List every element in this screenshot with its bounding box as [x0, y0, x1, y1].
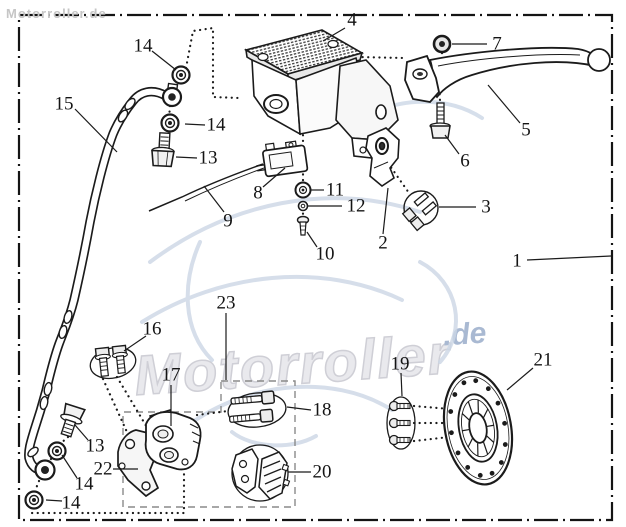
callout-label-19: 19 [390, 353, 410, 375]
callout-label-12: 12 [346, 195, 366, 217]
callout-label-6: 6 [460, 150, 470, 172]
callout-leader-16 [123, 335, 147, 352]
callout-label-10: 10 [315, 243, 335, 265]
small-washer-drawing [297, 200, 309, 212]
callout-leader-9 [203, 185, 225, 213]
callout-label-14: 14 [206, 114, 226, 136]
caliper-group-box [122, 380, 296, 508]
callout-label-9: 9 [223, 210, 233, 232]
brake-disc-drawing [442, 370, 514, 486]
callout-label-3: 3 [481, 196, 491, 218]
callout-leader-14 [151, 50, 177, 71]
switch-washer-drawing [294, 181, 312, 199]
brake-pads-drawing [231, 444, 291, 502]
disc-bolts-drawing [386, 396, 416, 450]
banjo-bolt-top [151, 132, 175, 168]
callout-leader-18 [286, 406, 312, 411]
callout-leader-1 [526, 255, 612, 261]
callout-label-20: 20 [312, 461, 332, 483]
callout-label-23: 23 [216, 292, 236, 314]
callout-leader-13 [175, 156, 198, 159]
callout-leader-21 [506, 367, 534, 391]
callout-leader-8 [262, 167, 286, 188]
callout-label-1: 1 [512, 250, 522, 272]
callout-leader-14 [184, 123, 206, 126]
callout-label-5: 5 [521, 119, 531, 141]
callout-leader-5 [487, 84, 521, 124]
pivot-nut-drawing [432, 34, 452, 54]
callout-label-8: 8 [253, 182, 263, 204]
callout-label-21: 21 [533, 349, 553, 371]
callout-leader-10 [306, 231, 318, 248]
callout-label-2: 2 [378, 232, 388, 254]
bracket-bolts-drawing [89, 344, 137, 380]
pivot-bolt-drawing [429, 102, 451, 139]
callout-label-14: 14 [133, 35, 153, 57]
callout-label-11: 11 [325, 179, 345, 201]
callout-leader-2 [382, 187, 389, 235]
callout-leader-4 [322, 27, 346, 42]
caliper-drawing [117, 409, 202, 498]
switch-cable-drawing [148, 163, 265, 212]
switch-screw-drawing [296, 215, 310, 236]
callout-leader-14 [45, 499, 63, 502]
lever-clamp-drawing [365, 127, 400, 187]
callout-label-18: 18 [312, 399, 332, 421]
callout-label-17: 17 [161, 364, 181, 386]
callout-label-16: 16 [142, 318, 162, 340]
callout-label-14: 14 [61, 492, 81, 514]
callout-label-22: 22 [93, 458, 113, 480]
diagram-border [17, 13, 614, 522]
callout-label-14: 14 [74, 473, 94, 495]
clamp-bolts-drawing [401, 190, 439, 232]
brake-switch-drawing [256, 140, 309, 178]
master-cylinder-drawing [243, 29, 399, 159]
callout-leader-6 [444, 134, 460, 155]
banjo-bolt-bottom [60, 402, 86, 438]
callout-leader-14 [61, 454, 78, 479]
callout-label-13: 13 [85, 435, 105, 457]
watermark-corner: Motorroller.de [6, 6, 107, 21]
callout-leader-15 [74, 108, 118, 153]
brake-hose-drawing [24, 82, 183, 481]
callout-label-15: 15 [54, 93, 74, 115]
callout-label-4: 4 [347, 9, 357, 31]
callout-label-13: 13 [198, 147, 218, 169]
callout-leader-13 [74, 424, 89, 441]
callout-label-7: 7 [492, 33, 502, 55]
callout-leader-19 [400, 372, 403, 397]
slide-pins-drawing [227, 390, 287, 428]
brake-lever-drawing [404, 46, 611, 103]
